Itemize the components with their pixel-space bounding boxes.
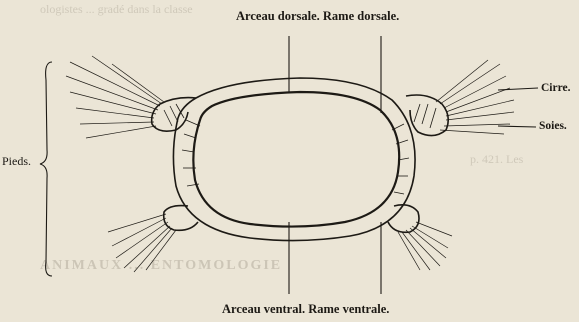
ring-outer-outline xyxy=(173,78,415,241)
figure-title-bottom: Arceau ventral. Rame ventrale. xyxy=(222,302,389,317)
ring-hatching xyxy=(182,120,409,194)
right-dorsal-parapod xyxy=(406,60,514,136)
segment-ring xyxy=(173,78,415,241)
cirre-pointer-line xyxy=(498,88,538,90)
annotation-lines xyxy=(40,36,538,294)
label-pieds: Pieds. xyxy=(2,154,31,169)
right-ventral-parapod xyxy=(388,205,452,270)
left-ventral-parapod xyxy=(108,206,198,272)
label-soies: Soies. xyxy=(539,120,567,132)
figure-title-top: Arceau dorsale. Rame dorsale. xyxy=(236,9,399,24)
ring-inner-outline xyxy=(193,92,399,227)
soies-pointer-line xyxy=(498,126,536,127)
pieds-brace xyxy=(40,62,52,276)
label-cirre: Cirre. xyxy=(541,82,570,94)
